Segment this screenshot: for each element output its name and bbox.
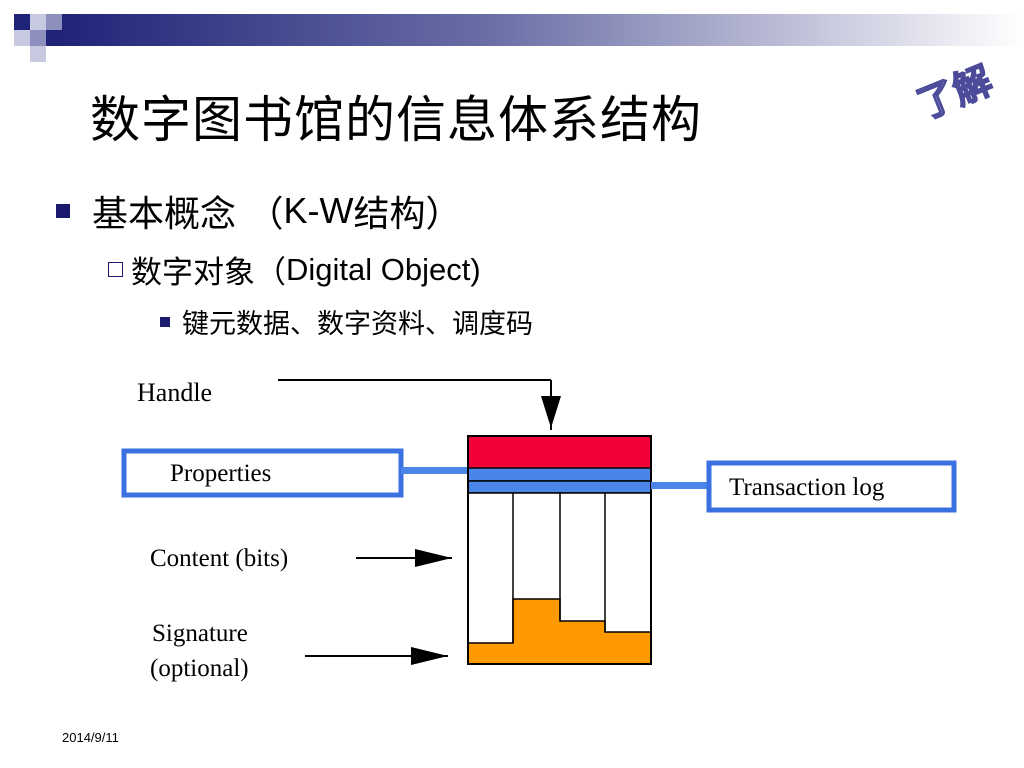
deco-square bbox=[14, 30, 30, 46]
deco-square bbox=[14, 14, 30, 30]
signature-arrow-icon bbox=[411, 647, 448, 665]
slide-date: 2014/9/11 bbox=[62, 730, 119, 745]
deco-square bbox=[46, 30, 62, 46]
log-band bbox=[467, 480, 652, 494]
fill-outline bbox=[468, 598, 651, 644]
bullet-level2: 数字对象（Digital Object) bbox=[108, 247, 481, 292]
slide-title: 数字图书馆的信息体系结构 bbox=[90, 91, 702, 149]
handle-block bbox=[468, 436, 651, 468]
transaction-log-box bbox=[706, 460, 957, 513]
deco-square bbox=[46, 14, 62, 30]
bullet-level2-text: 数字对象（ bbox=[131, 255, 286, 291]
object-frame bbox=[467, 435, 652, 665]
bullet-level3-text: 键元数据、数字资料、调度码 bbox=[182, 309, 533, 340]
properties-band bbox=[467, 467, 652, 482]
understand-badge: 了解 bbox=[912, 57, 996, 126]
deco-square bbox=[30, 46, 46, 62]
transaction-log-connector bbox=[651, 482, 709, 489]
bullet-level2-latin: Digital Object) bbox=[286, 251, 481, 287]
handle-label: Handle bbox=[137, 378, 212, 407]
bullet-level1-latin: K-W bbox=[283, 190, 354, 231]
bullet-level1-tail: 结构） bbox=[353, 194, 462, 235]
filled-square-bullet-icon bbox=[56, 204, 70, 218]
content-label: Content (bits) bbox=[150, 545, 288, 572]
deco-square bbox=[30, 30, 46, 46]
bullet-level1-text: 基本概念 （ bbox=[92, 194, 284, 235]
signature-label-line1: Signature bbox=[152, 620, 248, 647]
header-gradient-band bbox=[60, 14, 1024, 46]
bullet-level3: 键元数据、数字资料、调度码 bbox=[160, 302, 533, 341]
small-square-bullet-icon bbox=[160, 316, 170, 327]
hollow-square-bullet-icon bbox=[108, 262, 123, 277]
content-arrow-icon bbox=[415, 549, 452, 567]
properties-connector bbox=[401, 467, 469, 474]
deco-square bbox=[30, 14, 46, 30]
properties-label: Properties bbox=[170, 460, 271, 487]
handle-arrow-icon bbox=[541, 396, 561, 428]
transaction-log-label: Transaction log bbox=[729, 474, 885, 501]
signature-label-line2: (optional) bbox=[150, 655, 249, 682]
